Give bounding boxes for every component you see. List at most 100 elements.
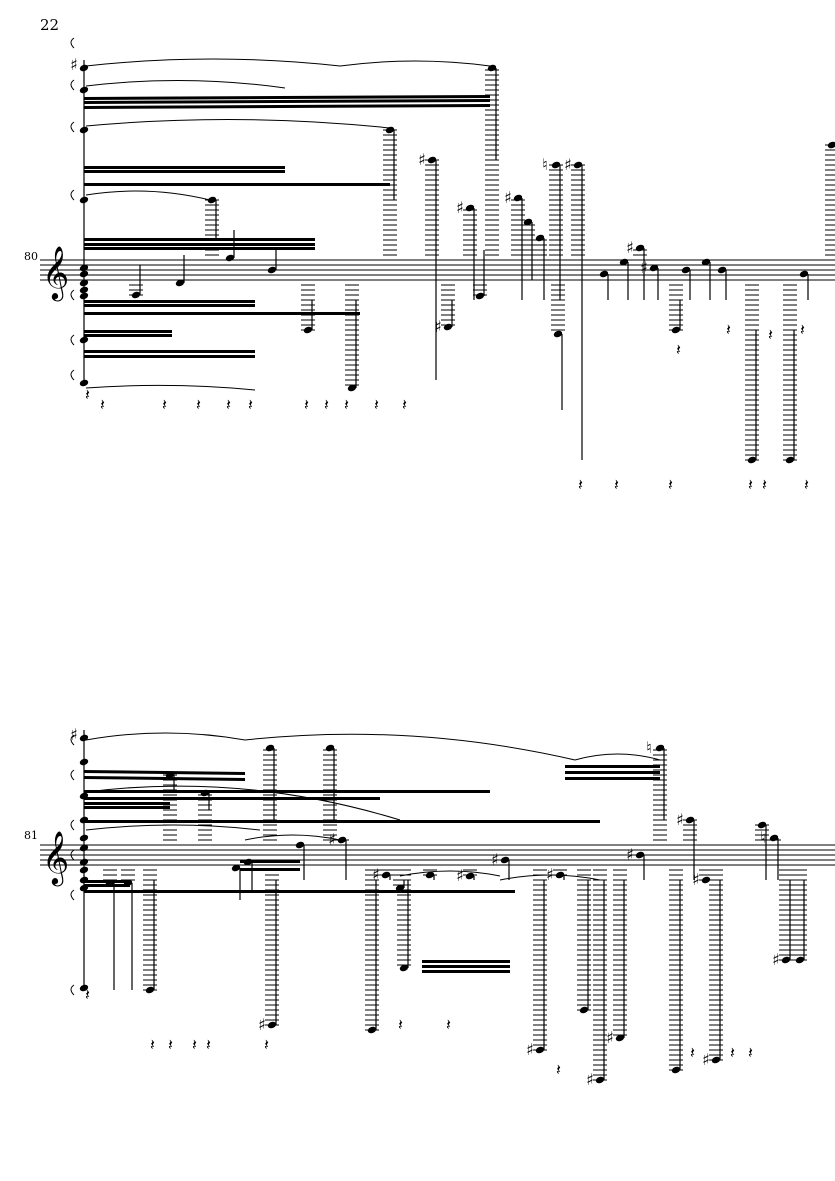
beam: [84, 99, 490, 104]
beam: [84, 806, 170, 809]
sharp-accidental: ♯: [70, 55, 78, 74]
quarter-rest: 𝄽: [85, 985, 90, 1004]
beam: [565, 765, 660, 768]
chord-note: [79, 86, 89, 94]
note: [799, 270, 809, 278]
note: [711, 1056, 721, 1064]
beam: [84, 334, 172, 337]
slur: [85, 384, 256, 391]
chord-note: [79, 264, 89, 272]
sharp-accidental: ♯: [606, 1028, 614, 1047]
quarter-rest: 𝄽: [614, 475, 619, 494]
quarter-rest: 𝄽: [556, 1060, 561, 1079]
quarter-rest: 𝄽: [762, 475, 767, 494]
note: [523, 218, 533, 226]
tie-start: [70, 334, 75, 346]
quarter-rest: 𝄽: [304, 395, 309, 414]
note: [717, 266, 727, 274]
slur: [574, 753, 661, 761]
sharp-accidental: ♯: [676, 810, 684, 829]
beam: [240, 860, 300, 863]
sharp-accidental: ♯: [546, 865, 554, 884]
sharp-accidental: ♯: [626, 238, 634, 257]
tie-start: [70, 369, 75, 381]
quarter-rest: 𝄽: [578, 475, 583, 494]
note: [757, 821, 767, 829]
chord-note: [79, 866, 89, 874]
note: [595, 1076, 605, 1084]
sharp-accidental: ♯: [70, 725, 78, 744]
beam: [422, 965, 510, 968]
sharp-accidental: ♯: [526, 1040, 534, 1059]
slur: [339, 60, 491, 67]
note: [475, 292, 485, 300]
note: [465, 872, 475, 880]
sharp-accidental: ♯: [626, 845, 634, 864]
beam: [84, 95, 490, 100]
beam: [84, 770, 245, 775]
tie-start: [70, 37, 75, 49]
note: [785, 456, 795, 464]
sharp-accidental: ♯: [491, 850, 499, 869]
sharp-accidental: ♯: [586, 1070, 594, 1089]
note: [231, 864, 241, 872]
note: [105, 879, 115, 887]
measure-number-80: 80: [24, 250, 38, 263]
treble-clef: 𝄞: [42, 830, 69, 886]
note: [399, 964, 409, 972]
chord-note: [79, 379, 89, 387]
slur: [499, 874, 601, 881]
note: [267, 1021, 277, 1029]
note: [573, 161, 583, 169]
system-1: 𝄞♯♯♯♯♯♮♯♯♯𝄽𝄽𝄽𝄽𝄽𝄽𝄽𝄽𝄽𝄽𝄽𝄽𝄽𝄽𝄽𝄽𝄽𝄽𝄽𝄽𝄽: [40, 37, 835, 494]
beam: [565, 777, 660, 780]
slur: [85, 118, 391, 129]
quarter-rest: 𝄽: [226, 395, 231, 414]
note: [535, 234, 545, 242]
beam: [84, 238, 315, 241]
sharp-accidental: ♯: [258, 1015, 266, 1034]
beam: [84, 166, 285, 169]
quarter-rest: 𝄽: [374, 395, 379, 414]
sharp-accidental: ♯: [702, 1050, 710, 1069]
note: [295, 841, 305, 849]
chord-note: [79, 758, 89, 766]
quarter-rest: 𝄽: [800, 320, 805, 339]
slur: [244, 733, 576, 761]
treble-clef: 𝄞: [42, 245, 69, 301]
note: [207, 196, 217, 204]
note: [225, 254, 235, 262]
note: [599, 270, 609, 278]
sharp-accidental: ♯: [772, 950, 780, 969]
tie-start: [70, 79, 75, 91]
beam: [565, 771, 660, 774]
note: [425, 871, 435, 879]
note: [265, 744, 275, 752]
measure-number-81: 81: [24, 829, 38, 842]
slur: [85, 58, 341, 67]
quarter-rest: 𝄽: [324, 395, 329, 414]
chord-note: [79, 270, 89, 278]
sharp-accidental: ♯: [456, 198, 464, 217]
tie-start: [70, 289, 75, 301]
chord-note: [79, 196, 89, 204]
quarter-rest: 𝄽: [168, 1035, 173, 1054]
beam: [84, 776, 245, 781]
beam: [84, 355, 255, 358]
note: [303, 326, 313, 334]
note: [243, 858, 253, 866]
tie-start: [70, 769, 75, 781]
note: [685, 816, 695, 824]
beam: [84, 247, 315, 250]
sharp-accidental: ♯: [328, 830, 336, 849]
chord-note: [79, 64, 89, 72]
note: [325, 744, 335, 752]
quarter-rest: 𝄽: [768, 325, 773, 344]
quarter-rest: 𝄽: [192, 1035, 197, 1054]
quarter-rest: 𝄽: [804, 475, 809, 494]
note: [579, 1006, 589, 1014]
note: [443, 323, 453, 331]
quarter-rest: 𝄽: [100, 395, 105, 414]
note: [131, 291, 141, 299]
quarter-rest: 𝄽: [344, 395, 349, 414]
